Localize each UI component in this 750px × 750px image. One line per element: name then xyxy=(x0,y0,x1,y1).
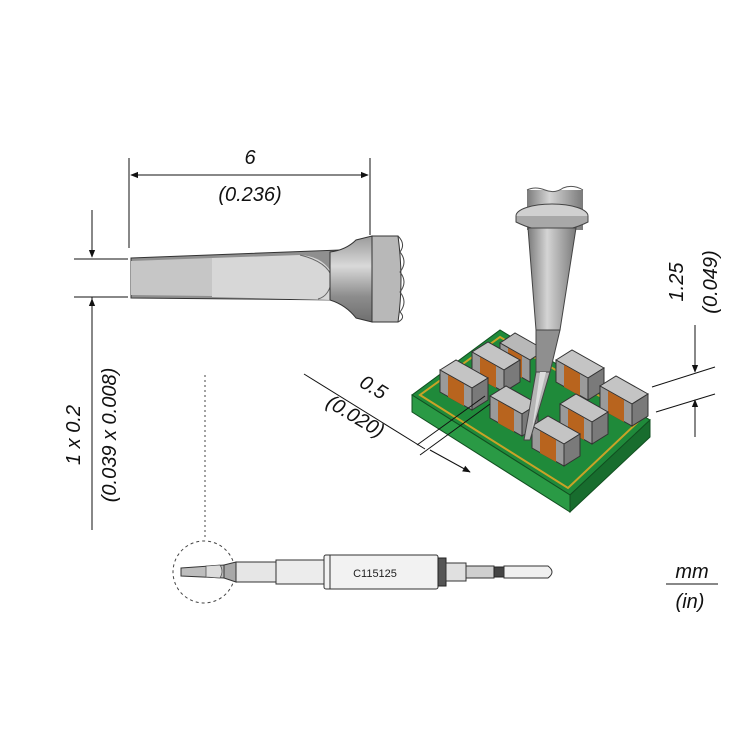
component-chip xyxy=(531,415,581,467)
cartridge-model-label: C115125 xyxy=(353,568,397,580)
length-mm-label: 6 xyxy=(244,147,256,169)
length-in-label: (0.236) xyxy=(218,184,281,206)
height-mm-label: 1.25 xyxy=(666,262,688,302)
units-primary-label: mm xyxy=(675,561,708,583)
soldering-tip-vertical xyxy=(515,185,589,441)
component-chip xyxy=(555,349,605,401)
component-chip xyxy=(471,341,521,393)
component-chip xyxy=(439,359,489,411)
units-legend: mm (in) xyxy=(666,561,718,613)
tip-size-dimension: 1 x 0.2 (0.039 x 0.008) xyxy=(63,210,128,530)
tip-size-mm-label: 1 x 0.2 xyxy=(63,405,85,465)
height-in-label: (0.049) xyxy=(700,250,722,313)
tip-side-view xyxy=(130,235,405,323)
length-dimension: 6 (0.236) xyxy=(128,147,371,248)
cartridge-full-view: C115125 xyxy=(180,554,553,590)
gap-mm-label: 0.5 xyxy=(356,371,392,405)
component-chip xyxy=(599,375,649,427)
units-secondary-label: (in) xyxy=(676,591,705,613)
tip-size-in-label: (0.039 x 0.008) xyxy=(99,368,121,503)
height-dimension: 1.25 (0.049) xyxy=(651,250,722,437)
component-chip xyxy=(559,393,609,445)
pcb-illustration xyxy=(411,185,651,514)
